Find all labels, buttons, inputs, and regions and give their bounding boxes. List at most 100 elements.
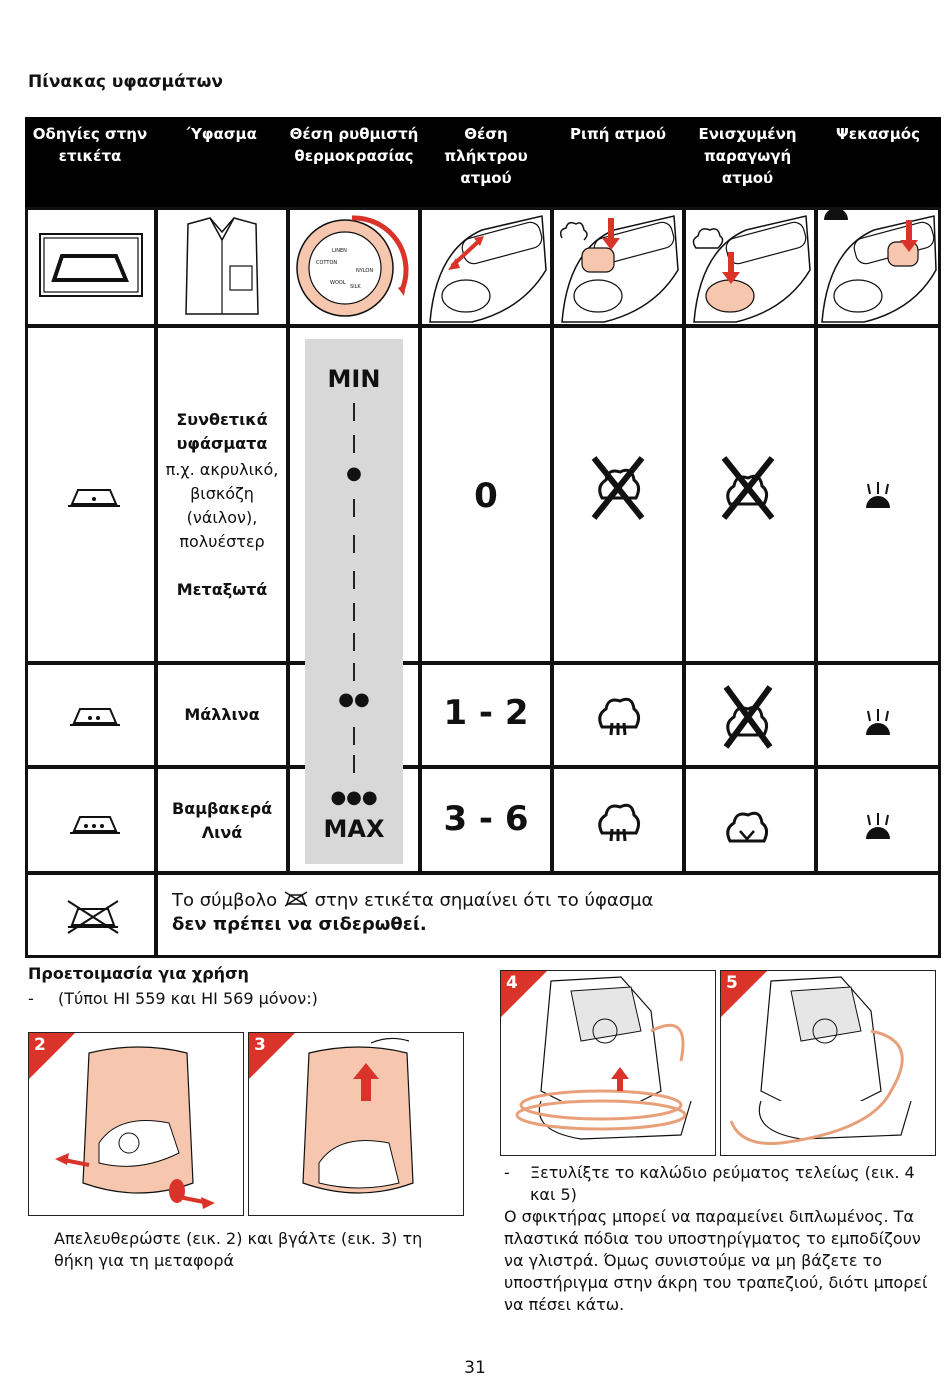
figure-2: 2 bbox=[28, 1032, 244, 1216]
turbo-steam-crossed-icon bbox=[723, 685, 773, 749]
prep-title: Προετοιμασία για χρήση bbox=[28, 964, 249, 983]
row3-label-cell bbox=[25, 766, 157, 874]
steam-shot-icon bbox=[598, 697, 641, 736]
care-label-icon bbox=[39, 233, 143, 297]
scale-tick bbox=[353, 727, 355, 745]
shirt-icon bbox=[185, 217, 259, 315]
fabric-cotton-linen: Βαμβακερά Λινά bbox=[172, 799, 273, 842]
row2-spray-cell bbox=[815, 662, 941, 768]
dial-label-nylon: NYLON bbox=[356, 268, 374, 274]
steam-control-cell bbox=[419, 207, 553, 327]
row3-turbo-cell bbox=[683, 766, 817, 874]
row1-steam-cell: 0 bbox=[419, 325, 553, 664]
scale-tick bbox=[353, 603, 355, 621]
page-title: Πίνακας υφασμάτων bbox=[28, 72, 223, 92]
header-temperature: Θέση ρυθμιστή θερμοκρασίας bbox=[289, 125, 419, 165]
row2-turbo-cell bbox=[683, 662, 817, 768]
row2-fabric-cell: Μάλλινα bbox=[155, 662, 289, 768]
figure-number: 2 bbox=[34, 1035, 46, 1055]
dial-label-linen: LINEN bbox=[332, 248, 347, 254]
scale-three-dots: ●●● bbox=[330, 787, 378, 808]
bullet-unwind-cord: Ξετυλίξτε το καλώδιο ρεύματος τελείως (ε… bbox=[530, 1163, 915, 1204]
turbo-steam-icon bbox=[726, 811, 769, 843]
no-iron-note: Το σύμβολο στην ετικέτα σημαίνει ότι το … bbox=[172, 889, 653, 937]
figure-badge bbox=[721, 971, 767, 1017]
dial-label-wool: WOOL bbox=[330, 280, 346, 286]
row2-label-cell bbox=[25, 662, 157, 768]
steam-shot-cell bbox=[551, 207, 685, 327]
steam-shot-crossed-icon bbox=[591, 456, 645, 520]
steam-slider-icon bbox=[429, 215, 547, 323]
temperature-dial-icon bbox=[296, 215, 409, 317]
turbo-steam-button-icon bbox=[692, 215, 811, 323]
note-suffix: στην ετικέτα σημαίνει ότι το ύφασμα bbox=[314, 890, 654, 911]
dial-cell: LINEN COTTON WOOL SILK NYLON bbox=[287, 207, 421, 327]
spray-icon bbox=[866, 709, 890, 735]
steam-shot-icon bbox=[598, 803, 641, 842]
scale-min: MIN bbox=[327, 365, 381, 393]
fabric-synthetic: Συνθετικά υφάσματα bbox=[176, 410, 268, 453]
no-iron-note-cell: Το σύμβολο στην ετικέτα σημαίνει ότι το … bbox=[155, 872, 941, 958]
row1-label-cell bbox=[25, 325, 157, 664]
iron-three-dots-icon bbox=[70, 816, 120, 834]
row3-steam-cell: 3 - 6 bbox=[419, 766, 553, 874]
turbo-steam-cell bbox=[683, 207, 817, 327]
case-remove-illustration bbox=[302, 1037, 414, 1194]
spray-icon bbox=[866, 482, 890, 508]
row2-steam-cell: 1 - 2 bbox=[419, 662, 553, 768]
do-not-iron-icon bbox=[67, 900, 119, 934]
header-spray: Ψεκασμός bbox=[836, 125, 920, 143]
steam-shot-button-icon bbox=[559, 215, 679, 323]
figure-number: 3 bbox=[254, 1035, 266, 1055]
fabric-table: Οδηγίες στην ετικέτα Ύφασμα Θέση ρυθμιστ… bbox=[25, 117, 941, 958]
figure-4: 4 bbox=[500, 970, 716, 1156]
scale-tick bbox=[353, 403, 355, 421]
row1-fabric-cell: Συνθετικά υφάσματα π.χ. ακρυλικό, βισκόζ… bbox=[155, 325, 289, 664]
steam-setting-1-2: 1 - 2 bbox=[443, 693, 529, 733]
header-steam-position: Θέση πλήκτρου ατμού bbox=[444, 125, 528, 187]
scale-tick bbox=[353, 435, 355, 453]
scale-tick bbox=[353, 499, 355, 517]
figure-number: 4 bbox=[506, 973, 518, 993]
scale-two-dots: ●● bbox=[338, 689, 370, 710]
row1-spray-cell bbox=[815, 325, 941, 664]
steam-setting-0: 0 bbox=[474, 476, 498, 516]
case-release-illustration bbox=[55, 1046, 215, 1209]
temperature-scale: MIN ● ●● ●●● MAX bbox=[305, 339, 403, 864]
fabric-synthetic-examples: π.χ. ακρυλικό, βισκόζη (νάιλον), πολυέστ… bbox=[165, 460, 279, 551]
page-number: 31 bbox=[464, 1358, 486, 1378]
bullet-dash: - bbox=[504, 1163, 510, 1182]
turbo-steam-crossed-icon bbox=[721, 456, 775, 520]
spray-button-icon bbox=[821, 208, 937, 323]
figure-badge bbox=[29, 1033, 75, 1079]
prep-types-note: (Τύποι HI 559 και HI 569 μόνον:) bbox=[58, 989, 318, 1008]
dial-label-cotton: COTTON bbox=[316, 260, 338, 266]
label-icon-cell bbox=[25, 207, 157, 327]
figure-3: 3 bbox=[248, 1032, 464, 1216]
shirt-cell bbox=[155, 207, 289, 327]
figure-number: 5 bbox=[726, 973, 738, 993]
figure-badge bbox=[501, 971, 547, 1017]
scale-tick bbox=[353, 571, 355, 589]
note-bold: δεν πρέπει να σιδερωθεί. bbox=[172, 914, 427, 935]
header-turbo-steam: Ενισχυμένη παραγωγή ατμού bbox=[698, 125, 797, 187]
figure-badge bbox=[249, 1033, 295, 1079]
header-steam-shot: Ριπή ατμού bbox=[570, 125, 666, 143]
row1-shot-cell bbox=[551, 325, 685, 664]
row3-shot-cell bbox=[551, 766, 685, 874]
row3-fabric-cell: Βαμβακερά Λινά bbox=[155, 766, 289, 874]
do-not-iron-inline-icon bbox=[284, 891, 308, 907]
steam-setting-3-6: 3 - 6 bbox=[443, 799, 529, 839]
table-header bbox=[25, 117, 941, 207]
scale-max: MAX bbox=[323, 815, 385, 843]
no-iron-cell bbox=[25, 872, 157, 958]
scale-tick bbox=[353, 755, 355, 773]
fabric-wool: Μάλλινα bbox=[184, 705, 260, 724]
scale-tick bbox=[353, 633, 355, 651]
note-prefix: Το σύμβολο bbox=[172, 890, 278, 911]
prep-types-dash: - bbox=[28, 989, 34, 1008]
caption-left: Απελευθερώστε (εικ. 2) και βγάλτε (εικ. … bbox=[54, 1229, 423, 1270]
spray-icon bbox=[866, 813, 890, 839]
row3-spray-cell bbox=[815, 766, 941, 874]
iron-two-dots-icon bbox=[70, 708, 120, 726]
